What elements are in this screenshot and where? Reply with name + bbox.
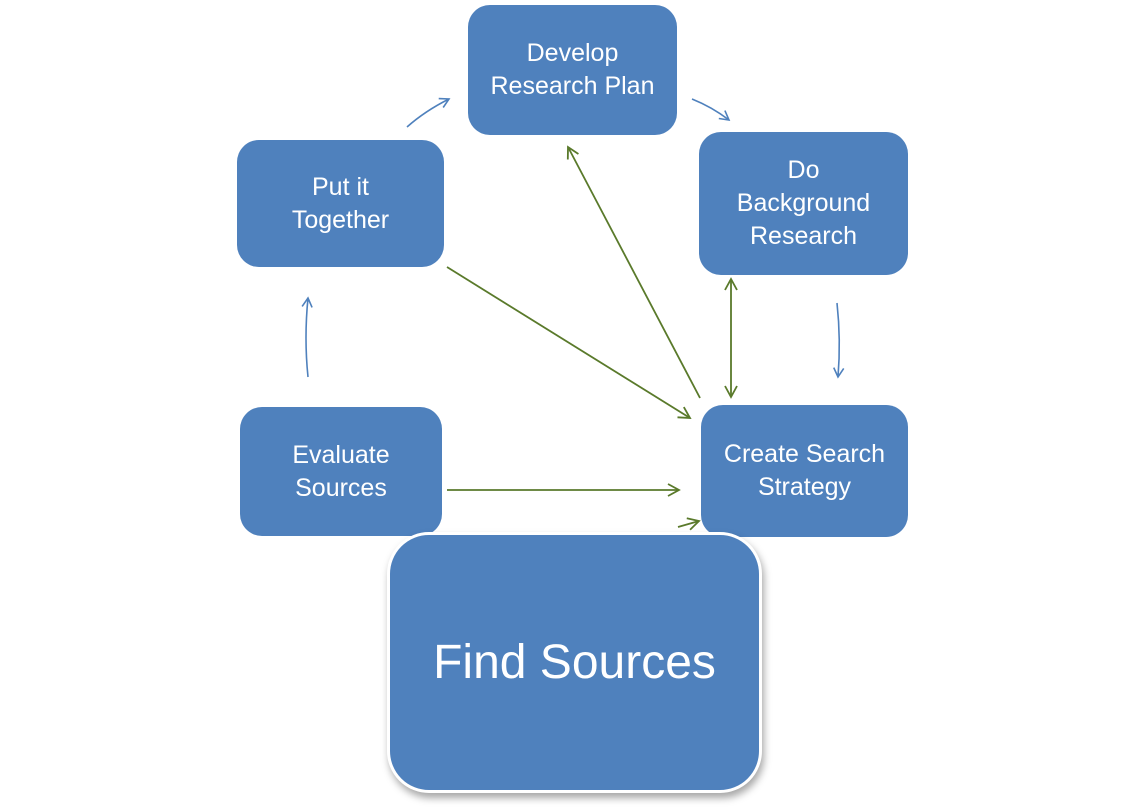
node-develop-research-plan: Develop Research Plan <box>468 5 677 135</box>
node-create-search-strategy: Create Search Strategy <box>701 405 908 537</box>
node-do-background-research: Do Background Research <box>699 132 908 275</box>
node-label: Evaluate Sources <box>292 440 390 502</box>
node-label: Do Background Research <box>736 156 871 250</box>
node-evaluate-sources: Evaluate Sources <box>240 407 442 536</box>
arrow-create-to-plan <box>566 145 701 399</box>
node-put-it-together: Put it Together <box>237 140 444 267</box>
arrow-find-to-create <box>677 517 701 531</box>
arrow-evaluate-to-put <box>301 296 313 378</box>
arrow-put-to-create <box>446 266 692 419</box>
node-label: Create Search Strategy <box>723 440 886 501</box>
arrow-plan-to-background <box>691 98 731 122</box>
node-label: Put it Together <box>291 172 390 234</box>
arrow-background-to-create <box>833 302 845 379</box>
node-label: Find Sources <box>433 635 716 689</box>
node-label: Develop Research Plan <box>490 39 655 100</box>
node-find-sources: Find Sources <box>387 532 762 793</box>
arrow-put-to-plan <box>406 97 451 128</box>
